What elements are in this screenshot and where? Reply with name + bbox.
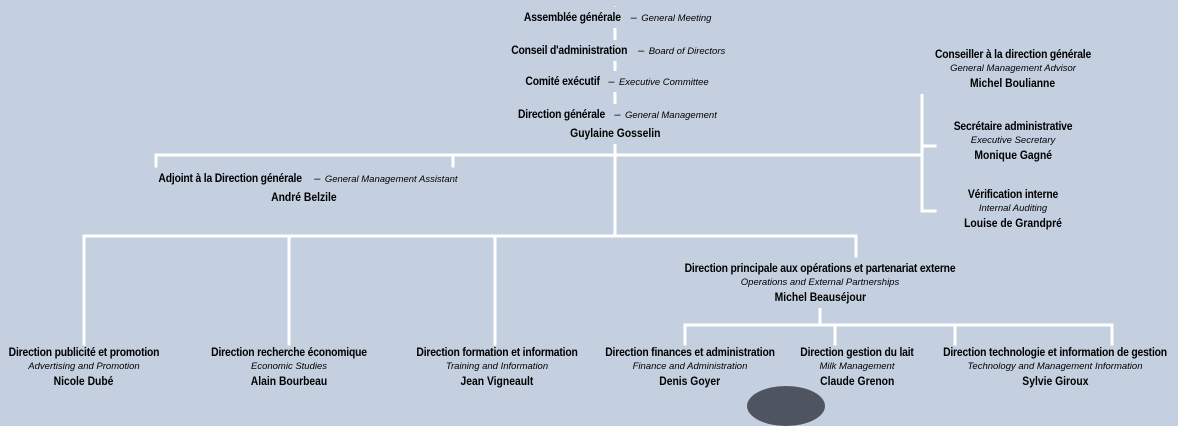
technology-title: Direction technologie et information de … (943, 347, 1167, 359)
training-title: Direction formation et information (416, 347, 578, 359)
finance-english: Finance and Administration (632, 360, 748, 372)
operations-person: Michel Beauséjour (774, 291, 866, 304)
assistant-box: Adjoint à la Direction générale – Genera… (144, 168, 464, 208)
decorative-shape (747, 386, 825, 426)
secretary-english: Executive Secretary (970, 134, 1056, 146)
advertising-box: Direction publicité et promotion Adverti… (0, 347, 167, 391)
assembly-english: General Meeting (641, 13, 712, 24)
research-box: Direction recherche économique Economic … (203, 347, 376, 391)
milk-box: Direction gestion du lait Milk Managemen… (794, 347, 920, 391)
technology-english: Technology and Management Information (967, 360, 1143, 372)
advertising-english: Advertising and Promotion (28, 360, 140, 372)
executive-title: Comité exécutif (525, 76, 600, 88)
board-title: Conseil d'administration (511, 45, 628, 57)
research-person: Alain Bourbeau (250, 375, 328, 388)
assistant-person: André Belzile (271, 191, 337, 204)
research-title: Direction recherche économique (211, 347, 367, 359)
training-box: Direction formation et information Train… (407, 347, 586, 391)
technology-box: Direction technologie et information de … (931, 347, 1178, 391)
operations-title: Direction principale aux opérations et p… (684, 263, 956, 275)
advertising-person: Nicole Dubé (54, 375, 114, 388)
training-english: Training and Information (445, 360, 549, 372)
finance-title: Direction finances et administration (605, 347, 775, 359)
general-separator: – (614, 109, 621, 121)
executive-english: Executive Committee (618, 77, 709, 88)
board-english: Board of Directors (648, 46, 726, 57)
training-person: Jean Vigneault (460, 375, 534, 388)
assembly-box: Assemblée générale – General Meeting (512, 7, 718, 28)
operations-english: Operations and External Partnerships (740, 276, 900, 288)
technology-person: Sylvie Giroux (1021, 375, 1089, 388)
general-title: Direction générale (518, 109, 606, 121)
advertising-title: Direction publicité et promotion (8, 347, 160, 359)
general-english: General Management (624, 110, 717, 121)
advisor-box: Conseiller à la direction générale Gener… (920, 48, 1106, 94)
assistant-separator: – (314, 173, 321, 185)
secretary-box: Secrétaire administrative Executive Secr… (941, 120, 1085, 166)
milk-english: Milk Management (819, 360, 895, 372)
secretary-title: Secrétaire administrative (953, 121, 1073, 133)
assistant-title: Adjoint à la Direction générale (158, 173, 302, 185)
research-english: Economic Studies (250, 360, 328, 372)
org-chart: Assemblée générale – General Meeting Con… (0, 6, 1178, 426)
assembly-separator: – (630, 12, 637, 24)
milk-person: Claude Grenon (819, 375, 895, 388)
audit-title: Vérification interne (967, 189, 1059, 201)
assembly-title: Assemblée générale (523, 12, 621, 24)
board-separator: – (638, 45, 645, 57)
executive-separator: – (608, 76, 615, 88)
general-person: Guylaine Gosselin (569, 127, 661, 140)
audit-english: Internal Auditing (978, 202, 1048, 214)
audit-person: Louise de Grandpré (964, 217, 1062, 230)
finance-person: Denis Goyer (659, 375, 721, 388)
board-box: Conseil d'administration – Board of Dire… (498, 40, 732, 61)
advisor-person: Michel Boulianne (970, 77, 1056, 90)
advisor-english: General Management Advisor (950, 62, 1076, 74)
assistant-english: General Management Assistant (324, 174, 458, 185)
general-box: Direction générale – General Management … (507, 104, 723, 144)
operations-box: Direction principale aux opérations et p… (663, 262, 977, 308)
finance-box: Direction finances et administration Fin… (596, 347, 784, 391)
audit-box: Vérification interne Internal Auditing L… (952, 188, 1074, 234)
executive-box: Comité exécutif – Executive Committee (515, 71, 715, 92)
secretary-person: Monique Gagné (974, 149, 1052, 162)
milk-title: Direction gestion du lait (800, 347, 914, 359)
advisor-title: Conseiller à la direction générale (934, 49, 1092, 61)
